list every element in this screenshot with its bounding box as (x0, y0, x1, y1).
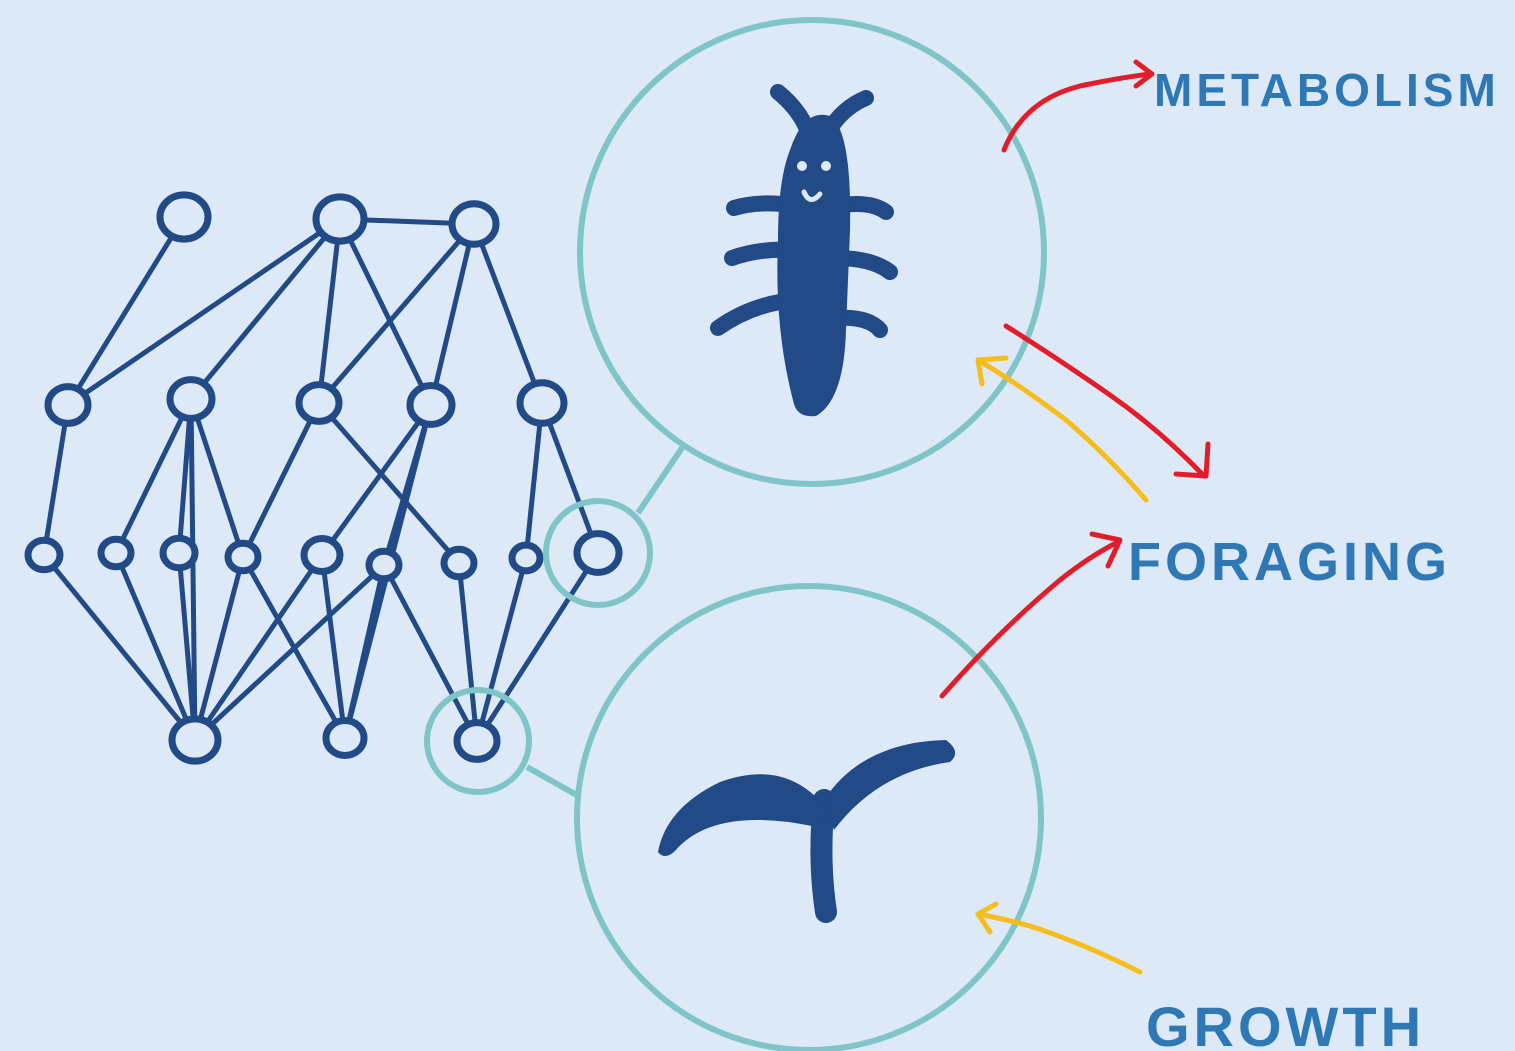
network-node-c6 (369, 551, 399, 579)
foraging-label: Foraging (1128, 532, 1451, 592)
network-node-a2 (316, 197, 364, 241)
growth-label: Growth (1146, 995, 1425, 1051)
network-node-b4 (410, 386, 452, 425)
network-node-b2 (170, 380, 212, 419)
network-node-c8 (512, 545, 540, 571)
network-node-a3 (452, 204, 496, 244)
metabolism-label: Metabolism (1154, 64, 1500, 116)
network-node-d3 (457, 723, 497, 760)
network-node-a1 (160, 195, 208, 239)
network-node-d2 (326, 721, 364, 756)
network-node-c4 (228, 543, 258, 571)
network-node-b5 (520, 383, 564, 423)
network-node-c5 (304, 538, 340, 571)
network-node-c7 (444, 549, 474, 577)
network-node-c2 (101, 539, 131, 567)
network-node-c1 (28, 540, 60, 569)
network-node-d1 (172, 719, 218, 761)
network-node-c3 (163, 538, 195, 567)
network-node-b3 (299, 385, 339, 422)
network-node-c9 (577, 534, 619, 573)
network-node-b1 (48, 387, 88, 424)
